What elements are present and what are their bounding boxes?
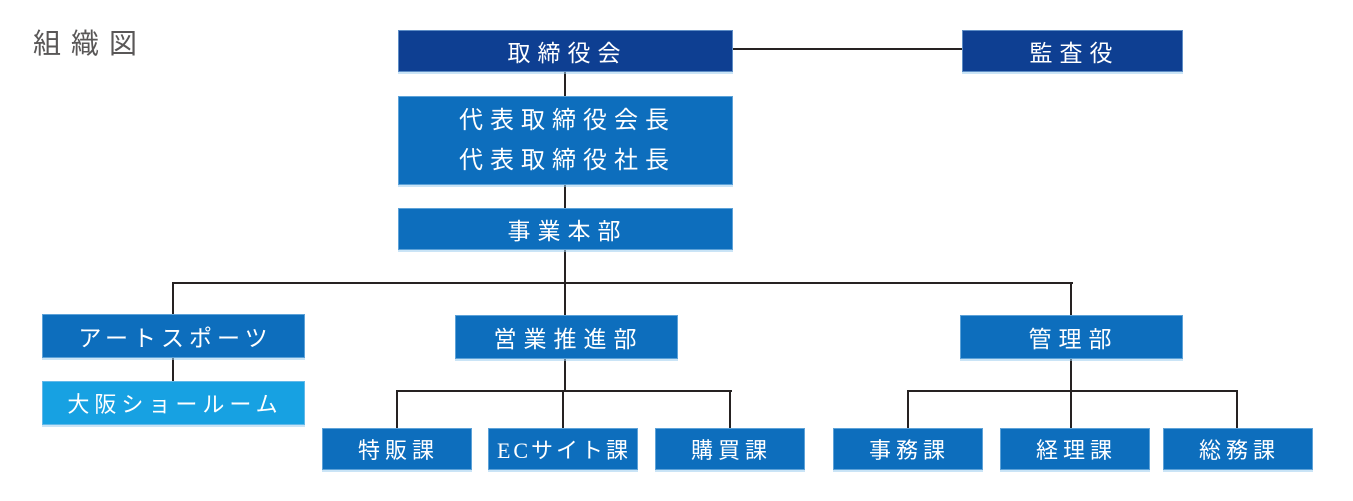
org-node-special-sales-label: 特販課: [357, 438, 439, 463]
connector-line-branch-artsports: [172, 282, 174, 314]
connector-line-board-president: [564, 72, 566, 96]
org-node-auditor: 監査役: [962, 30, 1183, 72]
org-node-purchasing-label: 購買課: [690, 438, 772, 463]
connector-line-artsports-osaka: [172, 358, 174, 381]
org-node-business-hq: 事業本部: [398, 208, 733, 250]
connector-line-main-branch: [172, 282, 1073, 284]
org-node-art-sports-label: アートスポーツ: [78, 326, 273, 351]
connector-line-president-hq: [564, 185, 566, 208]
connector-line-to-office: [907, 390, 909, 428]
org-node-osaka-showroom: 大阪ショールーム: [42, 381, 305, 425]
connector-line-management-drop: [1070, 359, 1072, 392]
connector-line-board-auditor: [733, 48, 962, 50]
org-node-purchasing: 購買課: [655, 428, 805, 470]
org-node-general-affairs: 総務課: [1163, 428, 1313, 470]
org-node-osaka-showroom-label: 大阪ショールーム: [67, 392, 283, 417]
org-node-sales-promotion-label: 営業推進部: [493, 327, 644, 352]
org-node-special-sales: 特販課: [322, 428, 472, 470]
org-node-management-label: 管理部: [1028, 327, 1119, 352]
org-node-business-hq-label: 事業本部: [507, 219, 628, 244]
org-node-board: 取締役会: [398, 30, 733, 72]
connector-line-to-special-sales: [396, 390, 398, 428]
connector-line-to-general-affairs: [1236, 390, 1238, 428]
connector-line-branch-management: [1070, 282, 1072, 316]
org-node-art-sports: アートスポーツ: [42, 314, 305, 358]
connector-line-to-ec-site: [562, 390, 564, 428]
org-node-board-label: 取締役会: [507, 41, 628, 66]
connector-line-to-accounting: [1070, 390, 1072, 428]
page-title: 組織図: [33, 29, 148, 60]
org-node-management: 管理部: [960, 315, 1183, 359]
org-node-ec-site: ECサイト課: [488, 428, 638, 470]
org-node-ec-site-label: ECサイト課: [496, 438, 632, 463]
connector-line-sales-branch: [396, 390, 732, 392]
connector-line-to-purchasing: [729, 390, 731, 428]
org-node-general-affairs-label: 総務課: [1198, 438, 1280, 463]
org-node-accounting-label: 経理課: [1035, 438, 1117, 463]
org-node-accounting: 経理課: [1000, 428, 1150, 470]
connector-line-sales-drop: [564, 359, 566, 392]
org-node-auditor-label: 監査役: [1029, 41, 1120, 66]
org-node-office: 事務課: [833, 428, 983, 470]
org-node-sales-promotion: 営業推進部: [455, 315, 678, 359]
org-node-president: 代表取締役会長 代表取締役社長: [398, 96, 733, 185]
org-node-president-label-line1: 代表取締役会長: [459, 107, 676, 134]
org-node-president-label-line2: 代表取締役社長: [459, 147, 676, 174]
connector-line-management-branch: [907, 390, 1238, 392]
org-node-office-label: 事務課: [868, 438, 950, 463]
